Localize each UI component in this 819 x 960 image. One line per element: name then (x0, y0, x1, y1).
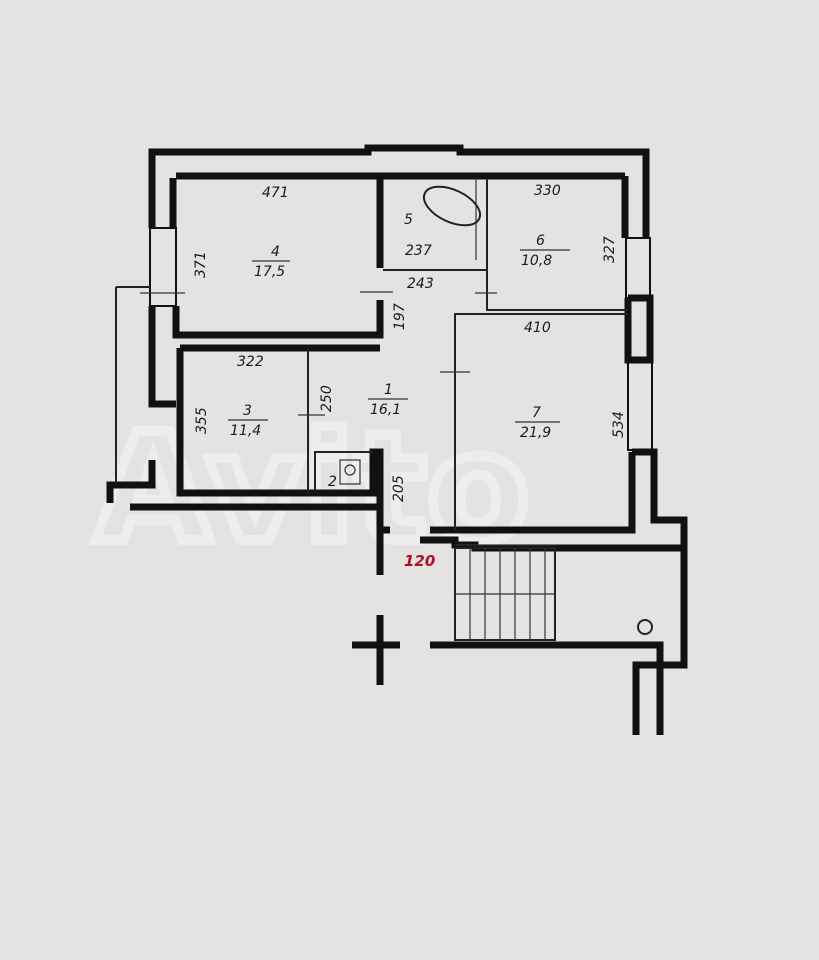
dim-room4-width: 471 (262, 185, 289, 201)
room-area: 17,5 (254, 264, 285, 280)
room-7: 410 7 21,9 534 (515, 320, 627, 441)
room-number: 6 (536, 233, 545, 249)
room-area: 21,9 (520, 425, 551, 441)
room-number: 1 (384, 382, 393, 398)
outer-walls (106, 144, 688, 735)
watermark: Avito (95, 402, 530, 576)
dim-room3-height: 355 (194, 407, 210, 434)
internal-walls (140, 178, 653, 641)
dim-room7-width: 410 (524, 320, 551, 336)
room-1: 250 1 16,1 205 (319, 382, 408, 502)
dim-hall-wall: 250 (319, 385, 335, 412)
room-number: 3 (243, 403, 252, 419)
room-6: 330 6 10,8 327 (520, 183, 618, 269)
room-area: 16,1 (370, 402, 401, 418)
room-number: 5 (404, 212, 413, 228)
room-3: 322 3 11,4 355 (194, 354, 268, 439)
dim-room3-width: 322 (237, 354, 264, 370)
dim-corridor: 205 (391, 475, 407, 502)
room-2: 2 (328, 474, 337, 490)
dim-hall-side: 197 (392, 303, 408, 330)
dim-room4-height: 371 (193, 251, 209, 278)
dim-room7-height: 534 (611, 411, 627, 438)
room-area: 11,4 (230, 423, 261, 439)
room-area: 10,8 (521, 253, 552, 269)
room-4: 471 4 17,5 371 (193, 185, 290, 280)
room-number: 2 (328, 474, 337, 490)
handwritten-annotation: 120 (404, 552, 435, 570)
room-number: 7 (532, 405, 541, 421)
staircase (454, 547, 556, 641)
dim-room6-width: 330 (534, 183, 561, 199)
dim-room5-width: 237 (405, 243, 432, 259)
room-number: 4 (271, 244, 280, 260)
dim-hall-top: 243 (407, 276, 434, 292)
dim-room6-height: 327 (602, 236, 618, 263)
room-5: 5 237 243 197 (392, 212, 434, 330)
